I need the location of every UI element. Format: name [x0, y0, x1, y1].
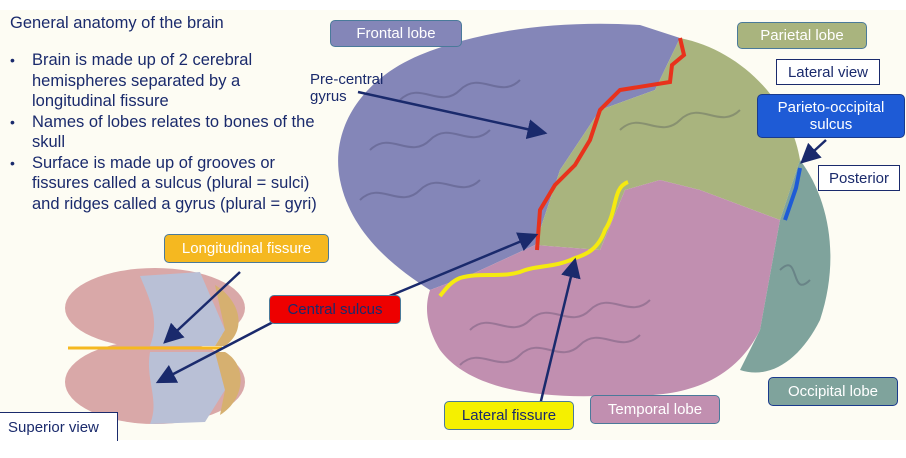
parietal-region: [535, 38, 800, 250]
gyri-texture: [359, 79, 811, 366]
occipital-region: [740, 160, 831, 373]
label-longitudinal-fissure: Longitudinal fissure: [164, 234, 329, 263]
arrow-longitudinal: [163, 271, 241, 344]
label-temporal-lobe: Temporal lobe: [590, 395, 720, 424]
arrow-lateral-fissure: [538, 257, 581, 406]
parieto-occipital-line: [783, 167, 802, 221]
lateral-brain: [338, 23, 831, 397]
label-pre-central-gyrus: Pre-central gyrus: [310, 71, 384, 105]
lateral-fissure-line: [438, 180, 629, 298]
arrow-central-lateral: [379, 232, 539, 302]
label-parietal-lobe: Parietal lobe: [737, 22, 867, 49]
central-sulcus-line: [535, 37, 687, 251]
label-lateral-fissure: Lateral fissure: [444, 401, 574, 430]
bullet-item: Surface is made up of grooves or fissure…: [8, 153, 328, 215]
label-posterior: Posterior: [818, 165, 900, 191]
label-frontal-lobe: Frontal lobe: [330, 20, 462, 47]
superior-brain: [65, 268, 245, 424]
bullet-list: Brain is made up of 2 cerebral hemispher…: [8, 50, 328, 214]
slide-title: General anatomy of the brain: [10, 14, 224, 32]
bullet-item: Brain is made up of 2 cerebral hemispher…: [8, 50, 328, 112]
label-lateral-view: Lateral view: [776, 59, 880, 85]
label-occipital-lobe: Occipital lobe: [768, 377, 898, 406]
temporal-region: [427, 180, 780, 397]
label-superior-view: Superior view: [0, 412, 118, 441]
slide: General anatomy of the brain Brain is ma…: [0, 10, 906, 441]
label-central-sulcus: Central sulcus: [269, 295, 401, 324]
bullet-item: Names of lobes relates to bones of the s…: [8, 112, 328, 153]
arrow-pre-central: [357, 90, 548, 140]
brain-illustration: [65, 23, 831, 424]
label-parieto-occipital-sulcus: Parieto-occipital sulcus: [757, 94, 905, 138]
arrow-parieto-occipital: [800, 139, 827, 164]
frontal-region: [338, 23, 680, 290]
